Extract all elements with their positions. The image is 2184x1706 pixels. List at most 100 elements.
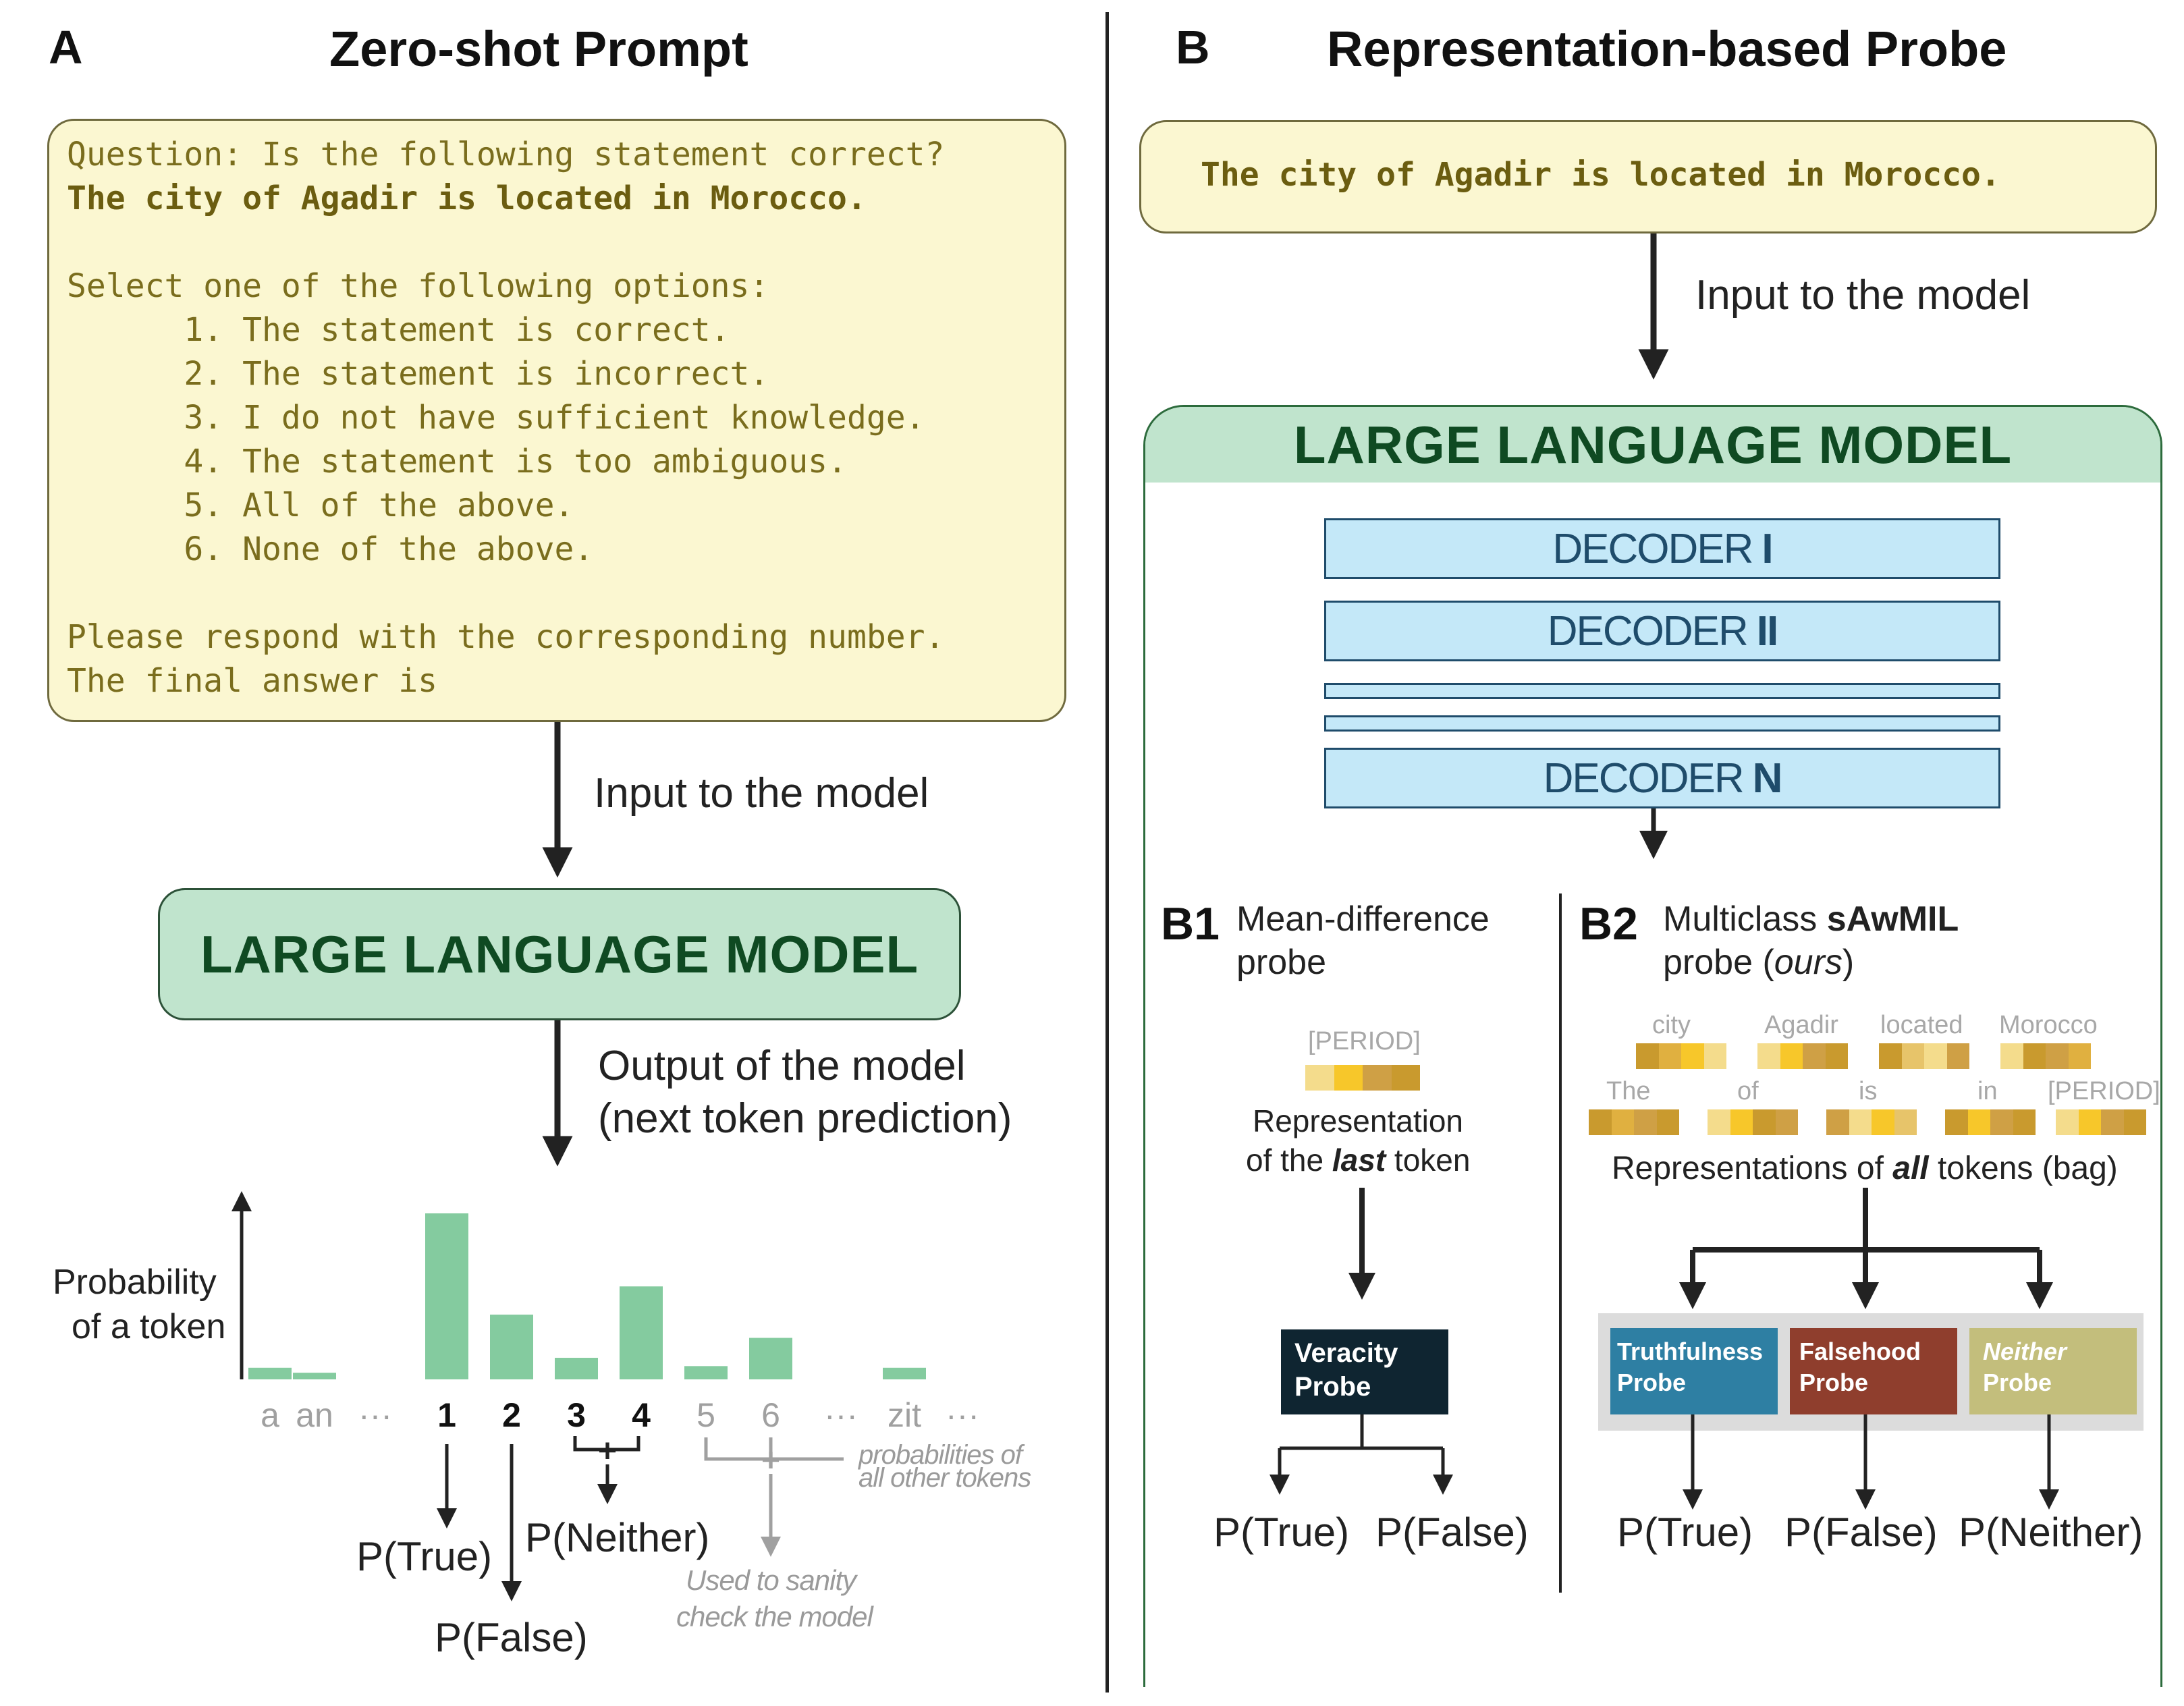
tick-label-an: an [296,1396,333,1434]
bag-strip-the [1589,1109,1679,1135]
bracket-5-6-others [704,1437,844,1461]
decoder-2-prefix: DECODER [1547,607,1749,655]
truthfulness-probe: Truthfulness Probe [1610,1328,1778,1414]
falsehood-probe-line-1: Falsehood [1799,1338,1921,1365]
llm-title-a: LARGE LANGUAGE MODEL [200,924,919,984]
tick-label-a: a [261,1396,279,1434]
sanity-note-1: Used to sanity [686,1564,856,1596]
b1-token-representation [1305,1065,1420,1091]
bag-token-of: of [1737,1077,1759,1105]
bar-a [248,1367,292,1379]
neither-probe: Neither Probe [1969,1328,2137,1414]
b2-title-2: probe (ours) [1663,942,1854,983]
prompt-line-final: The final answer is [67,662,438,700]
llm-title-b: LARGE LANGUAGE MODEL [1293,414,2013,474]
b2-p-true: P(True) [1617,1510,1753,1555]
bar-5 [684,1366,728,1379]
panel-a-letter: A [49,21,83,74]
truthfulness-probe-line-1: Truthfulness [1617,1338,1764,1365]
b1-repr-1: Representation [1253,1103,1463,1138]
veracity-probe-line-1: Veracity [1294,1338,1398,1368]
prompt-option-5: 5. All of the above. [67,487,574,524]
bag-token-period: [PERIOD] [2048,1077,2160,1105]
falsehood-probe: Falsehood Probe [1790,1328,1957,1414]
b1-repr-2-pre: of the [1246,1143,1332,1178]
bag-token-morocco: Morocco [1999,1011,2098,1039]
b2-p-neither: P(Neither) [1959,1510,2144,1555]
b1-token-period: [PERIOD] [1308,1027,1421,1055]
bag-strip-period [2056,1109,2146,1135]
b2-title-1: Multiclass sAwMIL [1663,899,1959,939]
tick-label-6: 6 [761,1396,780,1434]
b1-title-1: Mean-difference [1236,900,1490,939]
bag-strip-of [1708,1109,1798,1135]
bar-6 [749,1338,792,1379]
prompt-line-select: Select one of the following options: [67,267,769,305]
tick-label-ellipsis-9: ··· [824,1396,858,1434]
b2-repr-pre: Representations of [1612,1151,1893,1186]
b1-p-true: P(True) [1213,1510,1350,1555]
truthfulness-probe-line-2: Probe [1617,1369,1687,1396]
tick-label-ellipsis-11: ··· [946,1396,979,1434]
b2-title-2-post: ) [1842,943,1855,982]
sanity-note-2: check the model [676,1601,873,1632]
bag-strip-located [1879,1043,1969,1069]
b2-title-1-bold: sAwMIL [1826,900,1959,939]
prompt-option-1: 1. The statement is correct. [67,311,730,349]
other-tokens-note-2: all other tokens [858,1463,1031,1493]
panel-b-letter: B [1176,21,1210,74]
b2-title-1-pre: Multiclass [1663,900,1827,939]
b1-tag: B1 [1161,898,1220,950]
bracket-3-4 [573,1436,640,1452]
prompt-option-3: 3. I do not have sufficient knowledge. [67,399,925,437]
panel-a-input-label: Input to the model [594,770,929,817]
y-axis-label-2: of a token [72,1307,226,1346]
other-tokens-note-1: probabilities of [858,1440,1022,1470]
bag-token-agadir: Agadir [1764,1011,1838,1039]
b2-repr-post: tokens (bag) [1928,1151,2118,1186]
tick-label-3: 3 [567,1396,586,1434]
decoder-ellipsis-2 [1324,715,2000,732]
decoder-n-prefix: DECODER [1543,754,1745,802]
b1-b2-divider [1559,893,1562,1593]
statement-box: The city of Agadir is located in Morocco… [1139,120,2157,233]
panel-b-input-label: Input to the model [1695,272,2031,319]
prompt-box: Question: Is the following statement cor… [47,119,1066,722]
bar-4 [620,1286,663,1379]
decoder-2-numeral: II [1756,607,1778,655]
panel-b-title: Representation-based Probe [1327,21,2007,77]
bag-strip-in [1945,1109,2036,1135]
bag-strip-agadir [1757,1043,1848,1069]
tick-label-2: 2 [502,1396,521,1434]
output-label-1: Output of the model [598,1043,966,1089]
b2-title-2-pre: probe ( [1663,943,1774,982]
panel-a-title: Zero-shot Prompt [329,21,748,77]
panel-divider [1105,12,1109,1693]
decoder-1-prefix: DECODER [1552,525,1753,572]
b1-repr-2-em: last [1332,1143,1386,1178]
neither-probe-line-2: Probe [1983,1369,2052,1396]
b2-title-2-em: ours [1774,943,1842,982]
bag-strip-city [1636,1043,1726,1069]
b2-repr-em: all [1892,1151,1929,1186]
bar-1 [425,1213,468,1379]
neither-probe-line-1: Neither [1983,1338,2067,1365]
p-false-label-a: P(False) [435,1615,588,1660]
bag-token-the: The [1606,1077,1651,1105]
statement-text: The city of Agadir is located in Morocco… [1201,156,2000,194]
llm-panel-b: LARGE LANGUAGE MODEL [1143,405,2162,1687]
veracity-probe: Veracity Probe [1281,1329,1448,1414]
tick-label-4: 4 [632,1396,651,1434]
bar-zit [883,1367,926,1379]
bag-token-located: located [1880,1011,1963,1039]
prompt-option-4: 4. The statement is too ambiguous. [67,443,847,480]
llm-panel-b-header: LARGE LANGUAGE MODEL [1145,407,2160,483]
bar-3 [555,1358,598,1379]
llm-box-a: LARGE LANGUAGE MODEL [158,888,961,1020]
bar-2 [490,1315,533,1379]
veracity-probe-line-2: Probe [1294,1372,1371,1402]
